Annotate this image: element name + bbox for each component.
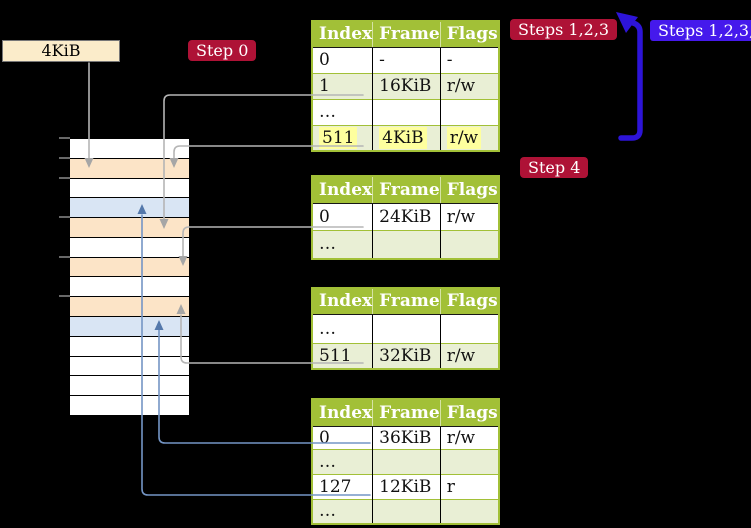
memory-frame-row <box>70 139 189 159</box>
column-header: Frame <box>372 21 441 48</box>
table-cell <box>372 229 441 259</box>
table-cell: 511 <box>312 342 374 369</box>
badge-steps-1234-label: Steps 1,2,3,4 <box>658 21 751 40</box>
table-cell <box>440 448 499 474</box>
memory-frame-row <box>70 317 189 337</box>
column-header: Index <box>312 399 374 427</box>
memory-frame-row <box>70 178 189 199</box>
badge-steps-1234: Steps 1,2,3,4 <box>650 20 751 41</box>
physical-memory-strip <box>69 138 190 416</box>
recursive-loop-arrow <box>618 20 643 141</box>
column-header: Index <box>312 21 374 48</box>
table-cell <box>440 98 499 125</box>
frame-address-label: 4KiB <box>2 40 120 62</box>
highlighted-value: 511 <box>319 126 358 149</box>
table-cell: 1 <box>312 72 374 99</box>
table-cell: r/w <box>440 202 499 230</box>
badge-steps-123-label: Steps 1,2,3 <box>518 20 610 39</box>
badge-step-0: Step 0 <box>188 40 257 61</box>
table-cell: 511 <box>312 124 374 151</box>
table-cell: r/w <box>440 342 499 369</box>
table-cell: … <box>312 98 374 125</box>
memory-frame-row <box>70 257 189 278</box>
table-cell <box>372 98 441 125</box>
column-header: Flags <box>440 176 499 204</box>
table-cell: r/w <box>440 425 499 449</box>
table-row: … <box>312 229 499 259</box>
frame-address-text: 4KiB <box>41 41 81 60</box>
table-cell: 0 <box>312 425 374 449</box>
badge-step-4-label: Step 4 <box>528 158 581 177</box>
table-cell <box>440 229 499 259</box>
badge-step-4: Step 4 <box>520 157 589 178</box>
table-cell <box>440 498 499 524</box>
table-cell: 0 <box>312 46 374 73</box>
column-header: Frame <box>372 399 441 427</box>
badge-step-0-label: Step 0 <box>196 41 249 60</box>
table-cell: 36KiB <box>372 425 441 449</box>
highlighted-value: 4KiB <box>379 126 427 149</box>
table-cell: - <box>440 46 499 73</box>
table-cell <box>372 313 441 343</box>
memory-frame-row <box>70 198 189 219</box>
table-cell: 16KiB <box>372 72 441 99</box>
memory-frame-row <box>70 237 189 258</box>
table-cell: 127 <box>312 473 374 499</box>
column-header: Frame <box>372 176 441 204</box>
column-header: Flags <box>440 288 499 315</box>
memory-frame-row <box>70 376 189 397</box>
table-cell <box>372 448 441 474</box>
table-cell: … <box>312 448 374 474</box>
table-cell: … <box>312 229 374 259</box>
table-row: … <box>312 98 499 125</box>
table-cell: 32KiB <box>372 342 441 369</box>
table-cell: 4KiB <box>372 124 441 151</box>
table-row: 511 4KiB r/w <box>312 124 499 151</box>
table-row: … <box>312 498 499 524</box>
table-cell: r/w <box>440 72 499 99</box>
memory-frame-row <box>70 356 189 377</box>
column-header: Flags <box>440 21 499 48</box>
badge-steps-123: Steps 1,2,3 <box>510 19 618 40</box>
column-header: Flags <box>440 399 499 427</box>
memory-frame-row <box>70 158 189 179</box>
table-row: 0-- <box>312 46 499 73</box>
table-cell: r <box>440 473 499 499</box>
column-header: Frame <box>372 288 441 315</box>
column-header: Index <box>312 288 374 315</box>
memory-frame-row <box>70 297 189 318</box>
table-cell: 0 <box>312 202 374 230</box>
table-cell <box>440 313 499 343</box>
table-row: … <box>312 448 499 474</box>
memory-frame-row <box>70 218 189 238</box>
highlighted-value: r/w <box>446 126 482 149</box>
memory-frame-row <box>70 336 189 357</box>
recursive-loop-arrowhead <box>616 12 638 33</box>
table-cell: r/w <box>440 124 499 151</box>
table-row: … <box>312 313 499 343</box>
memory-frame-row <box>70 396 189 415</box>
table-cell: 24KiB <box>372 202 441 230</box>
table-cell <box>372 498 441 524</box>
table-cell: 12KiB <box>372 473 441 499</box>
table-cell: … <box>312 498 374 524</box>
memory-frame-row <box>70 277 189 298</box>
column-header: Index <box>312 176 374 204</box>
table-cell: - <box>372 46 441 73</box>
table-cell: … <box>312 313 374 343</box>
